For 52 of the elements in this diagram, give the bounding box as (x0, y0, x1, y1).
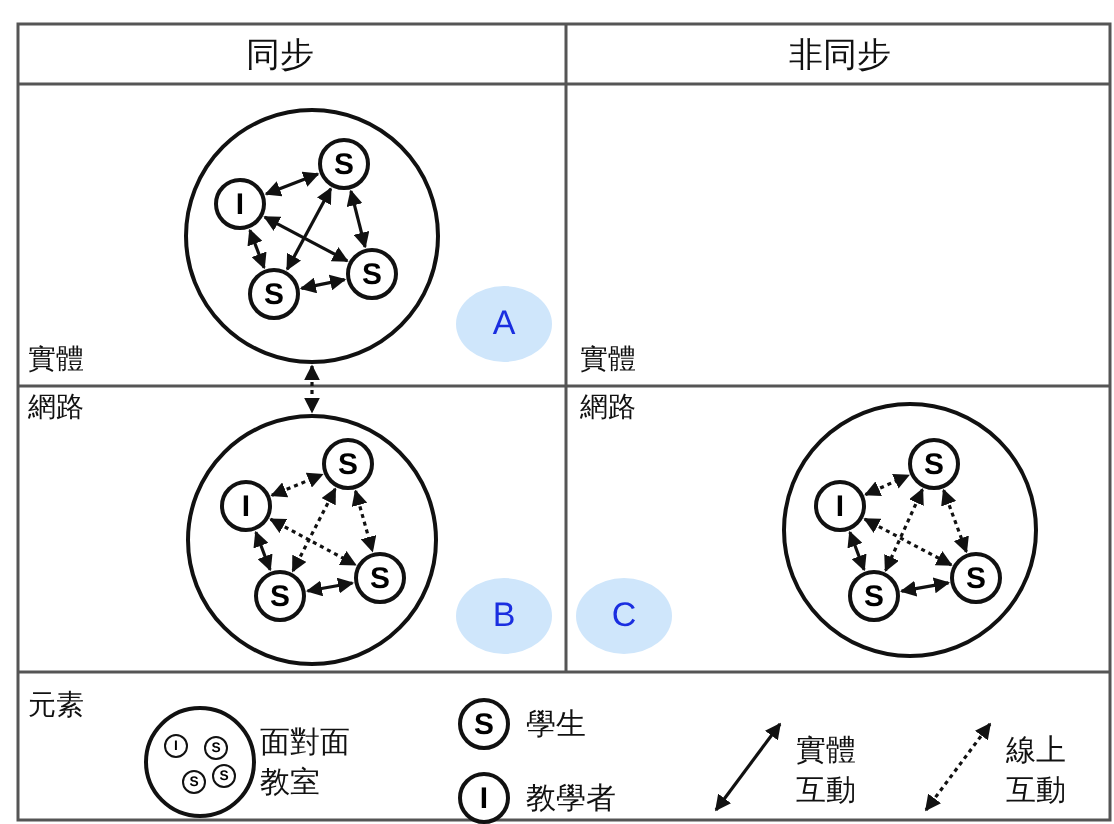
column-header: 非同步 (789, 36, 891, 76)
participant-circle: I (814, 480, 866, 532)
interaction-arrow (864, 473, 910, 497)
row-label: 網路 (580, 392, 636, 424)
quadrant-marker: A (456, 286, 552, 362)
interaction-arrow (253, 530, 273, 572)
column-header: 同步 (246, 36, 314, 76)
interaction-arrow (263, 215, 349, 263)
interaction-arrow (304, 364, 320, 414)
row-label: 實體 (28, 344, 84, 376)
row-label: 元素 (28, 690, 84, 722)
participant-circle: S (848, 570, 900, 622)
legend-text: 教學者 (526, 778, 618, 818)
interaction-arrow (351, 489, 377, 553)
participant-circle: S (908, 438, 960, 490)
legend-text: 學生 (526, 704, 588, 744)
classroom-circle (782, 402, 1038, 658)
interaction-arrow (306, 577, 354, 597)
row-label: 實體 (580, 344, 636, 376)
participant-circle: S (950, 552, 1002, 604)
interaction-arrow (247, 228, 267, 270)
interaction-arrow (847, 530, 867, 572)
interaction-arrow (884, 488, 924, 572)
participant-circle: S (322, 438, 374, 490)
interaction-arrow (291, 487, 337, 573)
interaction-arrow (941, 488, 969, 554)
interaction-arrow (264, 171, 320, 197)
interaction-arrow (346, 189, 370, 249)
interaction-arrow (269, 517, 357, 567)
classroom-circle (186, 414, 438, 666)
interaction-arrow (900, 577, 950, 597)
participant-circle: I (214, 178, 266, 230)
interaction-arrow (299, 274, 347, 294)
participant-circle: S (458, 698, 510, 750)
participant-circle: S (254, 570, 306, 622)
participant-circle: S (354, 552, 406, 604)
legend-text: 面對面教室 (260, 722, 352, 802)
quadrant-marker: C (576, 578, 672, 654)
participant-circle: I (220, 480, 272, 532)
interaction-arrow (270, 472, 324, 498)
participant-circle: S (318, 138, 370, 190)
classroom-circle (184, 108, 440, 364)
row-label: 網路 (28, 392, 84, 424)
classroom-circle (144, 706, 256, 818)
interaction-arrow (863, 517, 953, 567)
legend-text: 實體互動 (796, 730, 858, 810)
interaction-arrow (285, 187, 333, 271)
participant-circle: I (458, 772, 510, 824)
legend-text: 線上互動 (1006, 730, 1068, 810)
participant-circle: S (346, 248, 398, 300)
quadrant-marker: B (456, 578, 552, 654)
participant-circle: S (248, 268, 300, 320)
